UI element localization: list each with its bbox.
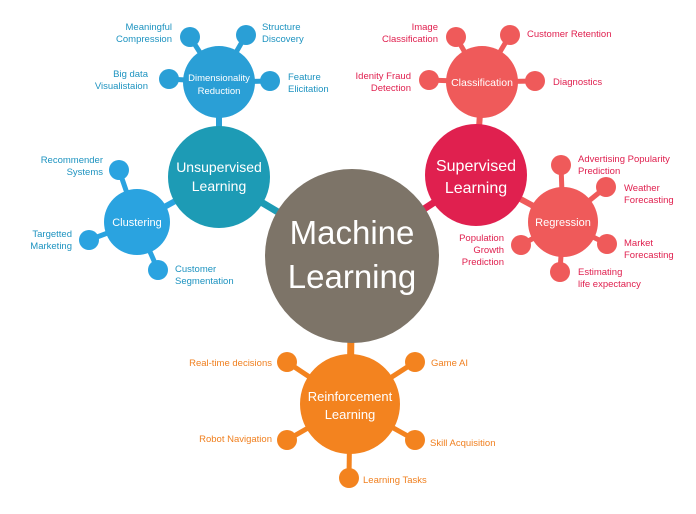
classification-node: Classification (446, 46, 518, 118)
clustering-circle (104, 189, 170, 255)
leaf-dot (236, 25, 256, 45)
leaf-dot (551, 155, 571, 175)
dimensionality-title-line1: Dimensionality (188, 73, 250, 84)
leaf-label-skill-acquisition: Skill Acquisition (430, 438, 495, 449)
leaf-dot (511, 235, 531, 255)
supervised-circle (425, 124, 527, 226)
supervised-title-line2: Learning (445, 180, 507, 197)
center-node: Machine Learning (265, 169, 439, 343)
leaf-label-diagnostics: Diagnostics (553, 77, 602, 88)
leaf-label-robot-navigation: Robot Navigation (199, 434, 272, 445)
clustering-title: Clustering (112, 217, 162, 229)
leaf-dot (277, 352, 297, 372)
reinforcement-title-line1: Reinforcement (308, 389, 393, 404)
supervised-title-line1: Supervised (436, 158, 516, 175)
clustering-node: Clustering (104, 189, 170, 255)
leaf-dot (148, 260, 168, 280)
leaf-dot (159, 69, 179, 89)
regression-node: Regression (528, 187, 598, 257)
unsupervised-node: Unsupervised Learning (168, 126, 270, 228)
leaf-dot (180, 27, 200, 47)
dimensionality-title-line2: Reduction (198, 86, 241, 97)
reinforcement-circle (300, 354, 400, 454)
classification-circle (446, 46, 518, 118)
leaf-dot (339, 468, 359, 488)
leaf-label-real-time-decisions: Real-time decisions (189, 358, 272, 369)
center-title-line2: Learning (288, 258, 416, 295)
regression-title: Regression (535, 217, 591, 229)
center-title-line1: Machine (290, 214, 415, 251)
leaf-dot (277, 430, 297, 450)
classification-title: Classification (451, 77, 513, 89)
leaf-label-game-ai: Game AI (431, 358, 468, 369)
reinforcement-node: Reinforcement Learning (300, 354, 400, 454)
leaf-dot (550, 262, 570, 282)
leaf-dots (79, 25, 617, 488)
leaf-dot (260, 71, 280, 91)
regression-circle (528, 187, 598, 257)
center-circle (265, 169, 439, 343)
leaf-dot (79, 230, 99, 250)
dimensionality-circle (183, 46, 255, 118)
reinforcement-title-line2: Learning (325, 407, 376, 422)
unsupervised-title-line2: Learning (192, 178, 247, 194)
dimensionality-node: Dimensionality Reduction (183, 46, 255, 118)
leaf-dot (446, 27, 466, 47)
leaf-dot (596, 177, 616, 197)
leaf-dot (597, 234, 617, 254)
unsupervised-title-line1: Unsupervised (176, 159, 262, 175)
supervised-node: Supervised Learning (425, 124, 527, 226)
leaf-dot (109, 160, 129, 180)
leaf-dot (500, 25, 520, 45)
leaf-dot (419, 70, 439, 90)
unsupervised-circle (168, 126, 270, 228)
leaf-label-customer-retention: Customer Retention (527, 29, 611, 40)
leaf-dot (405, 430, 425, 450)
leaf-dot (525, 71, 545, 91)
leaf-dot (405, 352, 425, 372)
leaf-label-learning-tasks: Learning Tasks (363, 475, 427, 486)
